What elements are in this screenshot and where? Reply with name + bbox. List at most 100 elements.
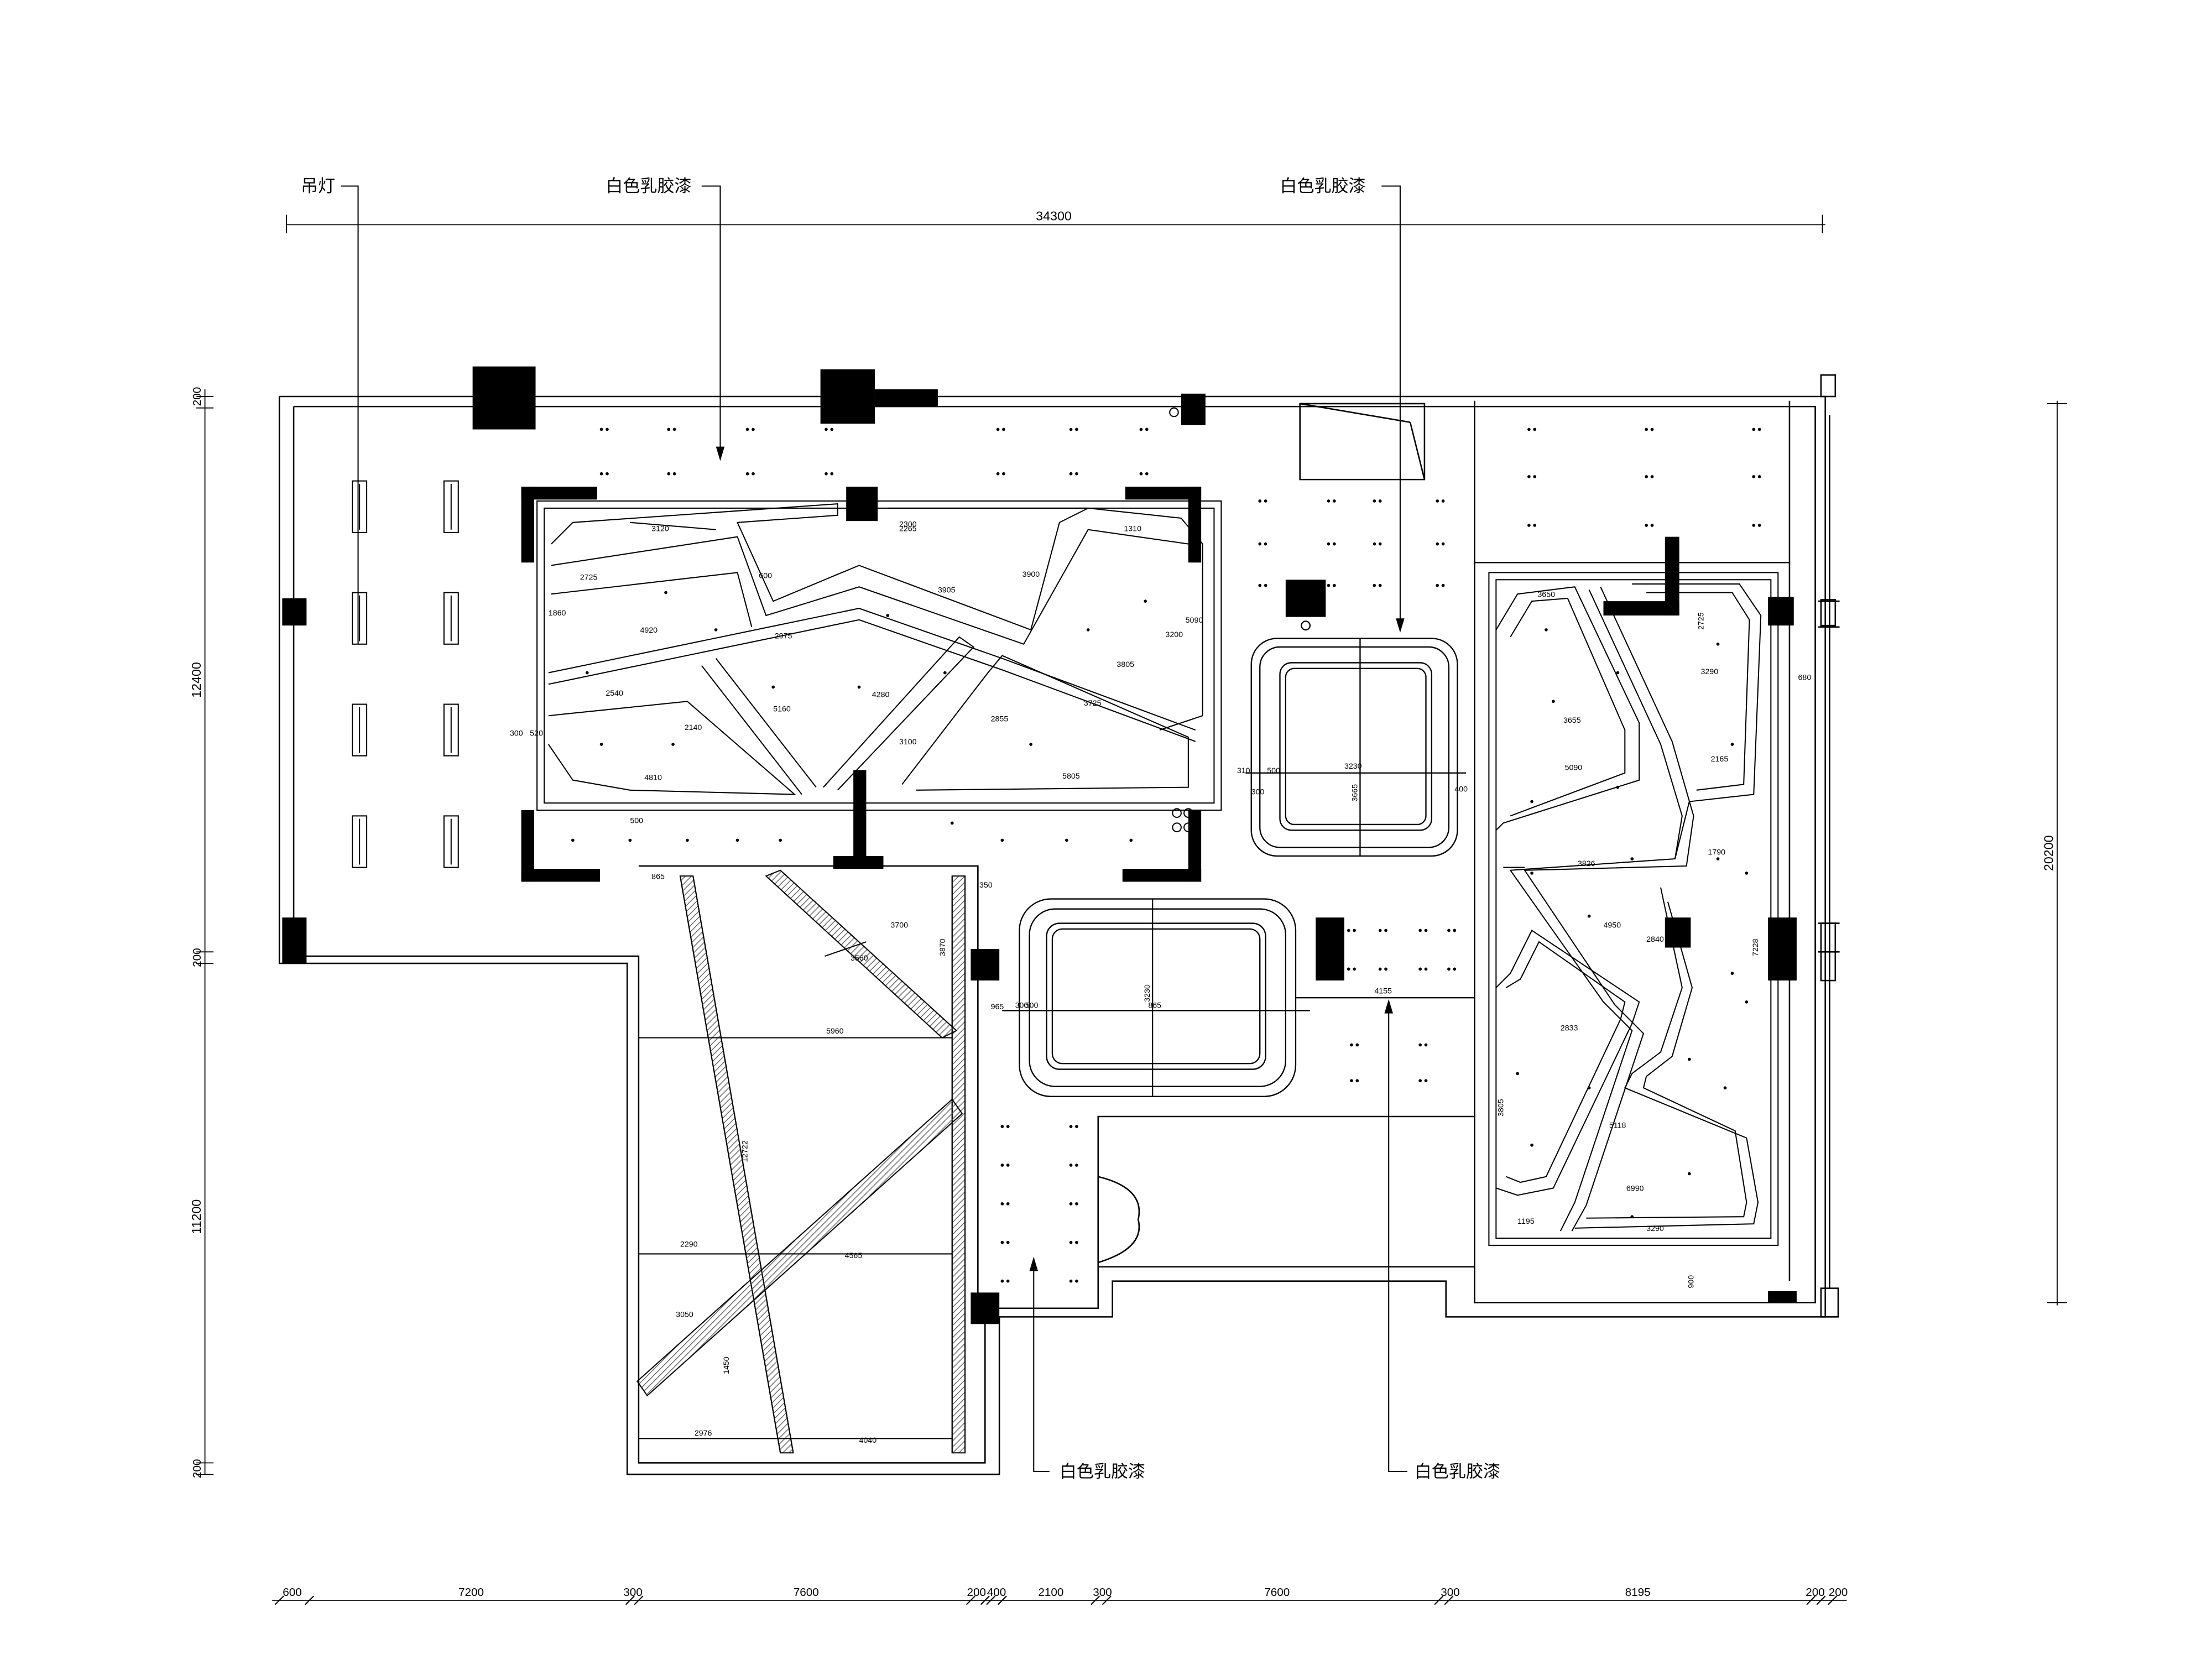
bottom-dim: 400 xyxy=(987,1586,1006,1599)
inner-dim: 1860 xyxy=(549,609,566,618)
inner-dim: 3100 xyxy=(899,738,917,747)
bottom-dim: 200 xyxy=(1829,1586,1848,1599)
inner-dim: 400 xyxy=(1454,785,1468,794)
downlight-dot xyxy=(667,472,671,476)
downlight-dot xyxy=(1527,475,1531,478)
inner-dim: 2540 xyxy=(606,689,623,698)
bottom-dimension-ticks xyxy=(274,1595,1838,1605)
downlight-dot xyxy=(1347,928,1350,932)
downlight-dot xyxy=(1530,872,1533,875)
dimension-tick xyxy=(1434,1595,1444,1605)
downlight-dot xyxy=(1075,427,1078,431)
downlight-dot xyxy=(1745,872,1749,875)
bottom-dim: 8195 xyxy=(1625,1586,1651,1599)
downlight-dot xyxy=(599,427,603,431)
downlight-dot xyxy=(1350,1043,1353,1047)
downlight-dot xyxy=(1347,967,1350,971)
bottom-dim: 7600 xyxy=(794,1586,819,1599)
inner-dim: 2976 xyxy=(695,1429,712,1438)
inner-dim: 1195 xyxy=(1517,1217,1535,1226)
downlight-dot xyxy=(1645,427,1648,431)
east-hall-dimensions: 3655 3826 2833 5090 7228 3290 6990 2165 … xyxy=(1496,590,1811,1288)
downlight-dot xyxy=(1757,427,1761,431)
downlight-dot xyxy=(1630,857,1634,860)
downlight-dot xyxy=(1373,583,1376,587)
downlight-dot xyxy=(1752,475,1756,478)
downlight-dot xyxy=(745,472,749,476)
downlight-dot xyxy=(950,821,954,825)
downlight-dot xyxy=(1545,628,1548,632)
inner-dim: 520 xyxy=(530,729,543,738)
downlight-dot xyxy=(1075,1240,1078,1244)
downlight-dot xyxy=(1424,1043,1428,1047)
paint-callout-label-3: 白色乳胶漆 xyxy=(1060,1462,1145,1481)
dimension-tick xyxy=(1806,1595,1816,1605)
inner-dim: 680 xyxy=(1798,674,1812,682)
downlight-dot xyxy=(1424,967,1428,971)
downlight-dot xyxy=(628,838,632,842)
downlight-dot xyxy=(1069,1164,1073,1167)
downlight-dot xyxy=(735,838,739,842)
inner-dim: 3905 xyxy=(938,586,956,595)
downlight-dot xyxy=(686,838,689,842)
downlight-dot xyxy=(664,591,667,594)
downlight-dot xyxy=(1258,542,1262,546)
downlight-dot xyxy=(1757,524,1761,527)
downlight-dot xyxy=(1527,427,1531,431)
downlight-dot xyxy=(1258,499,1262,503)
bottom-dim: 7600 xyxy=(1264,1586,1290,1599)
inner-dim: 300 xyxy=(1015,1001,1029,1010)
inner-dim: 2725 xyxy=(1697,612,1706,630)
downlight-dot xyxy=(1144,599,1147,603)
downlight-dot xyxy=(1552,700,1555,703)
downlight-dot xyxy=(1000,1240,1004,1244)
downlight-dot xyxy=(1000,1164,1004,1167)
downlight-dot xyxy=(1353,928,1356,932)
inner-dim: 3665 xyxy=(1350,784,1359,802)
downlight-dot xyxy=(1258,583,1262,587)
downlight-dot xyxy=(1630,1215,1634,1219)
inner-dim: 2265 xyxy=(899,524,917,533)
downlight-dot xyxy=(1129,838,1133,842)
downlight-dot xyxy=(1327,542,1331,546)
downlight-dot xyxy=(1650,524,1654,527)
inner-dim: 5090 xyxy=(1186,616,1203,625)
downlight-dots xyxy=(571,427,1761,1283)
downlight-dot xyxy=(1616,671,1620,675)
inner-dim: 5960 xyxy=(826,1027,844,1036)
dimension-tick xyxy=(1102,1595,1112,1605)
downlight-dot xyxy=(1327,583,1331,587)
inner-dim: 2855 xyxy=(991,715,1009,724)
downlight-dot xyxy=(1006,1202,1010,1206)
inner-dim: 600 xyxy=(759,572,772,581)
downlight-dot xyxy=(1687,1172,1691,1176)
downlight-dot xyxy=(1378,967,1382,971)
downlight-dot xyxy=(667,427,671,431)
downlight-dot xyxy=(1424,928,1428,932)
inner-dim: 5160 xyxy=(773,705,791,713)
inner-dim: 965 xyxy=(991,1003,1004,1011)
inner-dim: 3655 xyxy=(1563,716,1581,725)
downlight-dot xyxy=(1418,928,1422,932)
rect-room-ceiling xyxy=(1002,898,1310,1097)
overall-height-dim: 20200 xyxy=(2041,835,2056,871)
downlight-dot xyxy=(1752,524,1756,527)
west-hall-dimensions: 3120 2725 2540 4810 5805 3725 3805 3905 … xyxy=(510,520,1203,826)
bottom-dim: 200 xyxy=(1806,1586,1825,1599)
bottom-dim: 300 xyxy=(1441,1586,1460,1599)
downlight-dot xyxy=(1264,542,1267,546)
inner-dim: 2290 xyxy=(680,1240,698,1249)
downlight-dot xyxy=(1139,472,1143,476)
downlight-dot xyxy=(1533,427,1537,431)
downlight-dot xyxy=(857,685,861,689)
downlight-dot xyxy=(1069,1125,1073,1128)
downlight-dot xyxy=(1533,524,1537,527)
downlight-dot xyxy=(1723,1086,1727,1090)
inner-dim: 865 xyxy=(651,872,665,881)
downlight-dot xyxy=(1516,1072,1520,1076)
dimension-tick xyxy=(634,1595,644,1605)
downlight-dot xyxy=(1645,524,1648,527)
downlight-dot xyxy=(943,671,947,675)
downlight-dot xyxy=(1333,542,1336,546)
inner-dim: 3290 xyxy=(1646,1224,1664,1233)
